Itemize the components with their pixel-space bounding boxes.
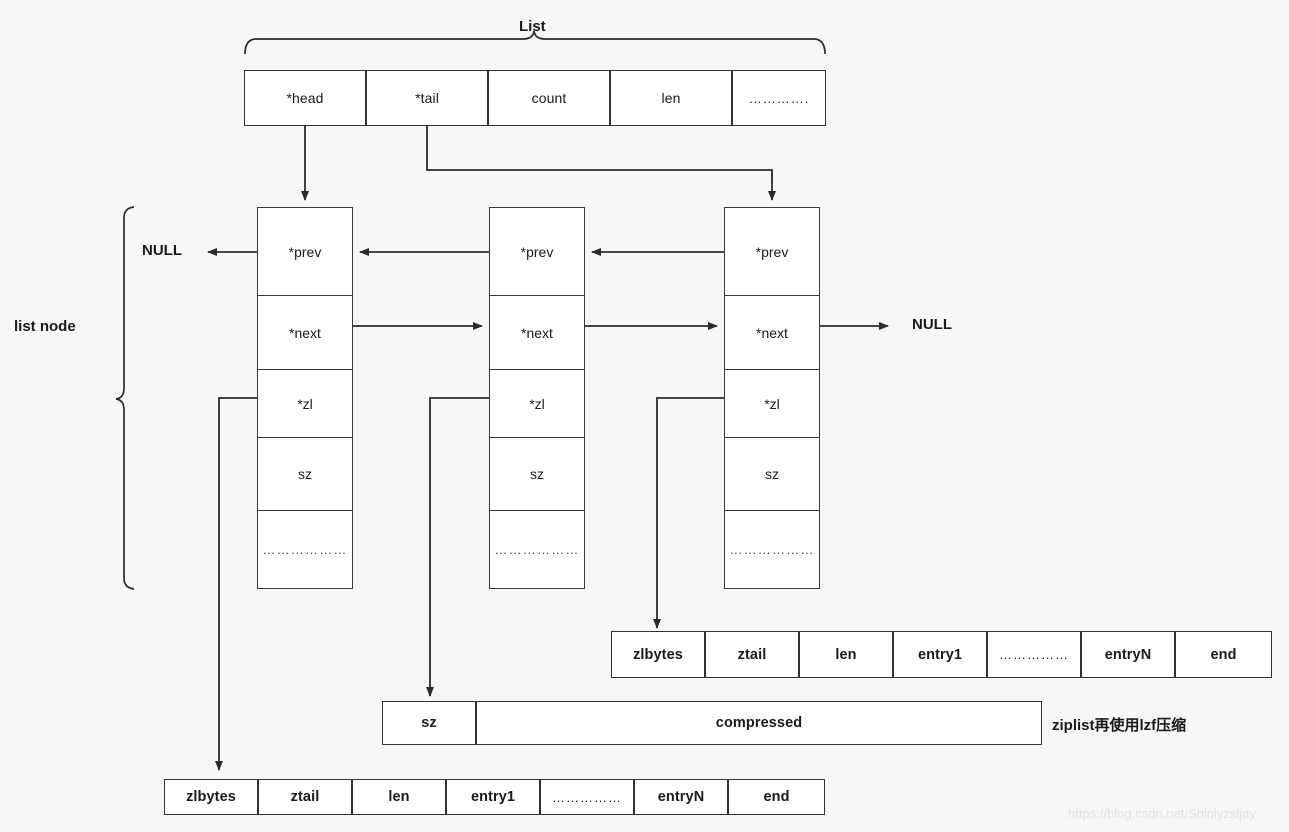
node3-zl-arrow <box>653 397 724 629</box>
ziplist-top-field-entry1[interactable]: entry1 <box>893 631 987 678</box>
node2-field-ellipsis[interactable]: ……………… <box>489 510 585 589</box>
ziplist-bottom-field-ztail[interactable]: ztail <box>258 779 352 815</box>
ziplist-bottom-field-end[interactable]: end <box>728 779 825 815</box>
list-title-label: List <box>519 18 546 35</box>
node2-field-next[interactable]: *next <box>489 295 585 370</box>
ziplist-bottom-field-entry1[interactable]: entry1 <box>446 779 540 815</box>
node1-field-prev[interactable]: *prev <box>257 207 353 296</box>
ziplist-top-field-zlbytes[interactable]: zlbytes <box>611 631 705 678</box>
list-field-tail[interactable]: *tail <box>366 70 488 126</box>
list-field-len[interactable]: len <box>610 70 732 126</box>
node1-zl-arrow <box>215 397 257 771</box>
node1-field-sz[interactable]: sz <box>257 437 353 511</box>
compressed-field-compressed[interactable]: compressed <box>476 701 1042 745</box>
compressed-field-sz[interactable]: sz <box>382 701 476 745</box>
node2-zl-arrow <box>426 397 489 697</box>
node1-field-ellipsis[interactable]: ……………… <box>257 510 353 589</box>
ziplist-bottom-field-zlbytes[interactable]: zlbytes <box>164 779 258 815</box>
node1-field-next[interactable]: *next <box>257 295 353 370</box>
list-node-brace <box>115 206 135 590</box>
ziplist-top-field-ellipsis[interactable]: …………… <box>987 631 1081 678</box>
node3-field-ellipsis[interactable]: ……………… <box>724 510 820 589</box>
list-node-group-label: list node <box>14 318 76 335</box>
list-field-head[interactable]: *head <box>244 70 366 126</box>
node3-field-next[interactable]: *next <box>724 295 820 370</box>
ziplist-top-field-end[interactable]: end <box>1175 631 1272 678</box>
node1-field-zl[interactable]: *zl <box>257 369 353 438</box>
node3-field-sz[interactable]: sz <box>724 437 820 511</box>
list-field-count[interactable]: count <box>488 70 610 126</box>
watermark-text: https://blog.csdn.net/Shinlyzsljay <box>1068 806 1256 821</box>
compressed-note-label: ziplist再使用lzf压缩 <box>1052 717 1187 734</box>
ziplist-top-field-entryN[interactable]: entryN <box>1081 631 1175 678</box>
null-left-label: NULL <box>142 242 182 259</box>
null-right-label: NULL <box>912 316 952 333</box>
ziplist-top-field-len[interactable]: len <box>799 631 893 678</box>
node2-field-sz[interactable]: sz <box>489 437 585 511</box>
node2-field-prev[interactable]: *prev <box>489 207 585 296</box>
ziplist-top-field-ztail[interactable]: ztail <box>705 631 799 678</box>
ziplist-bottom-field-len[interactable]: len <box>352 779 446 815</box>
node3-field-prev[interactable]: *prev <box>724 207 820 296</box>
ziplist-bottom-field-entryN[interactable]: entryN <box>634 779 728 815</box>
list-field-ellipsis[interactable]: …………. <box>732 70 826 126</box>
ziplist-bottom-field-ellipsis[interactable]: …………… <box>540 779 634 815</box>
tail-pointer-arrow <box>426 125 776 201</box>
node3-field-zl[interactable]: *zl <box>724 369 820 438</box>
node2-field-zl[interactable]: *zl <box>489 369 585 438</box>
